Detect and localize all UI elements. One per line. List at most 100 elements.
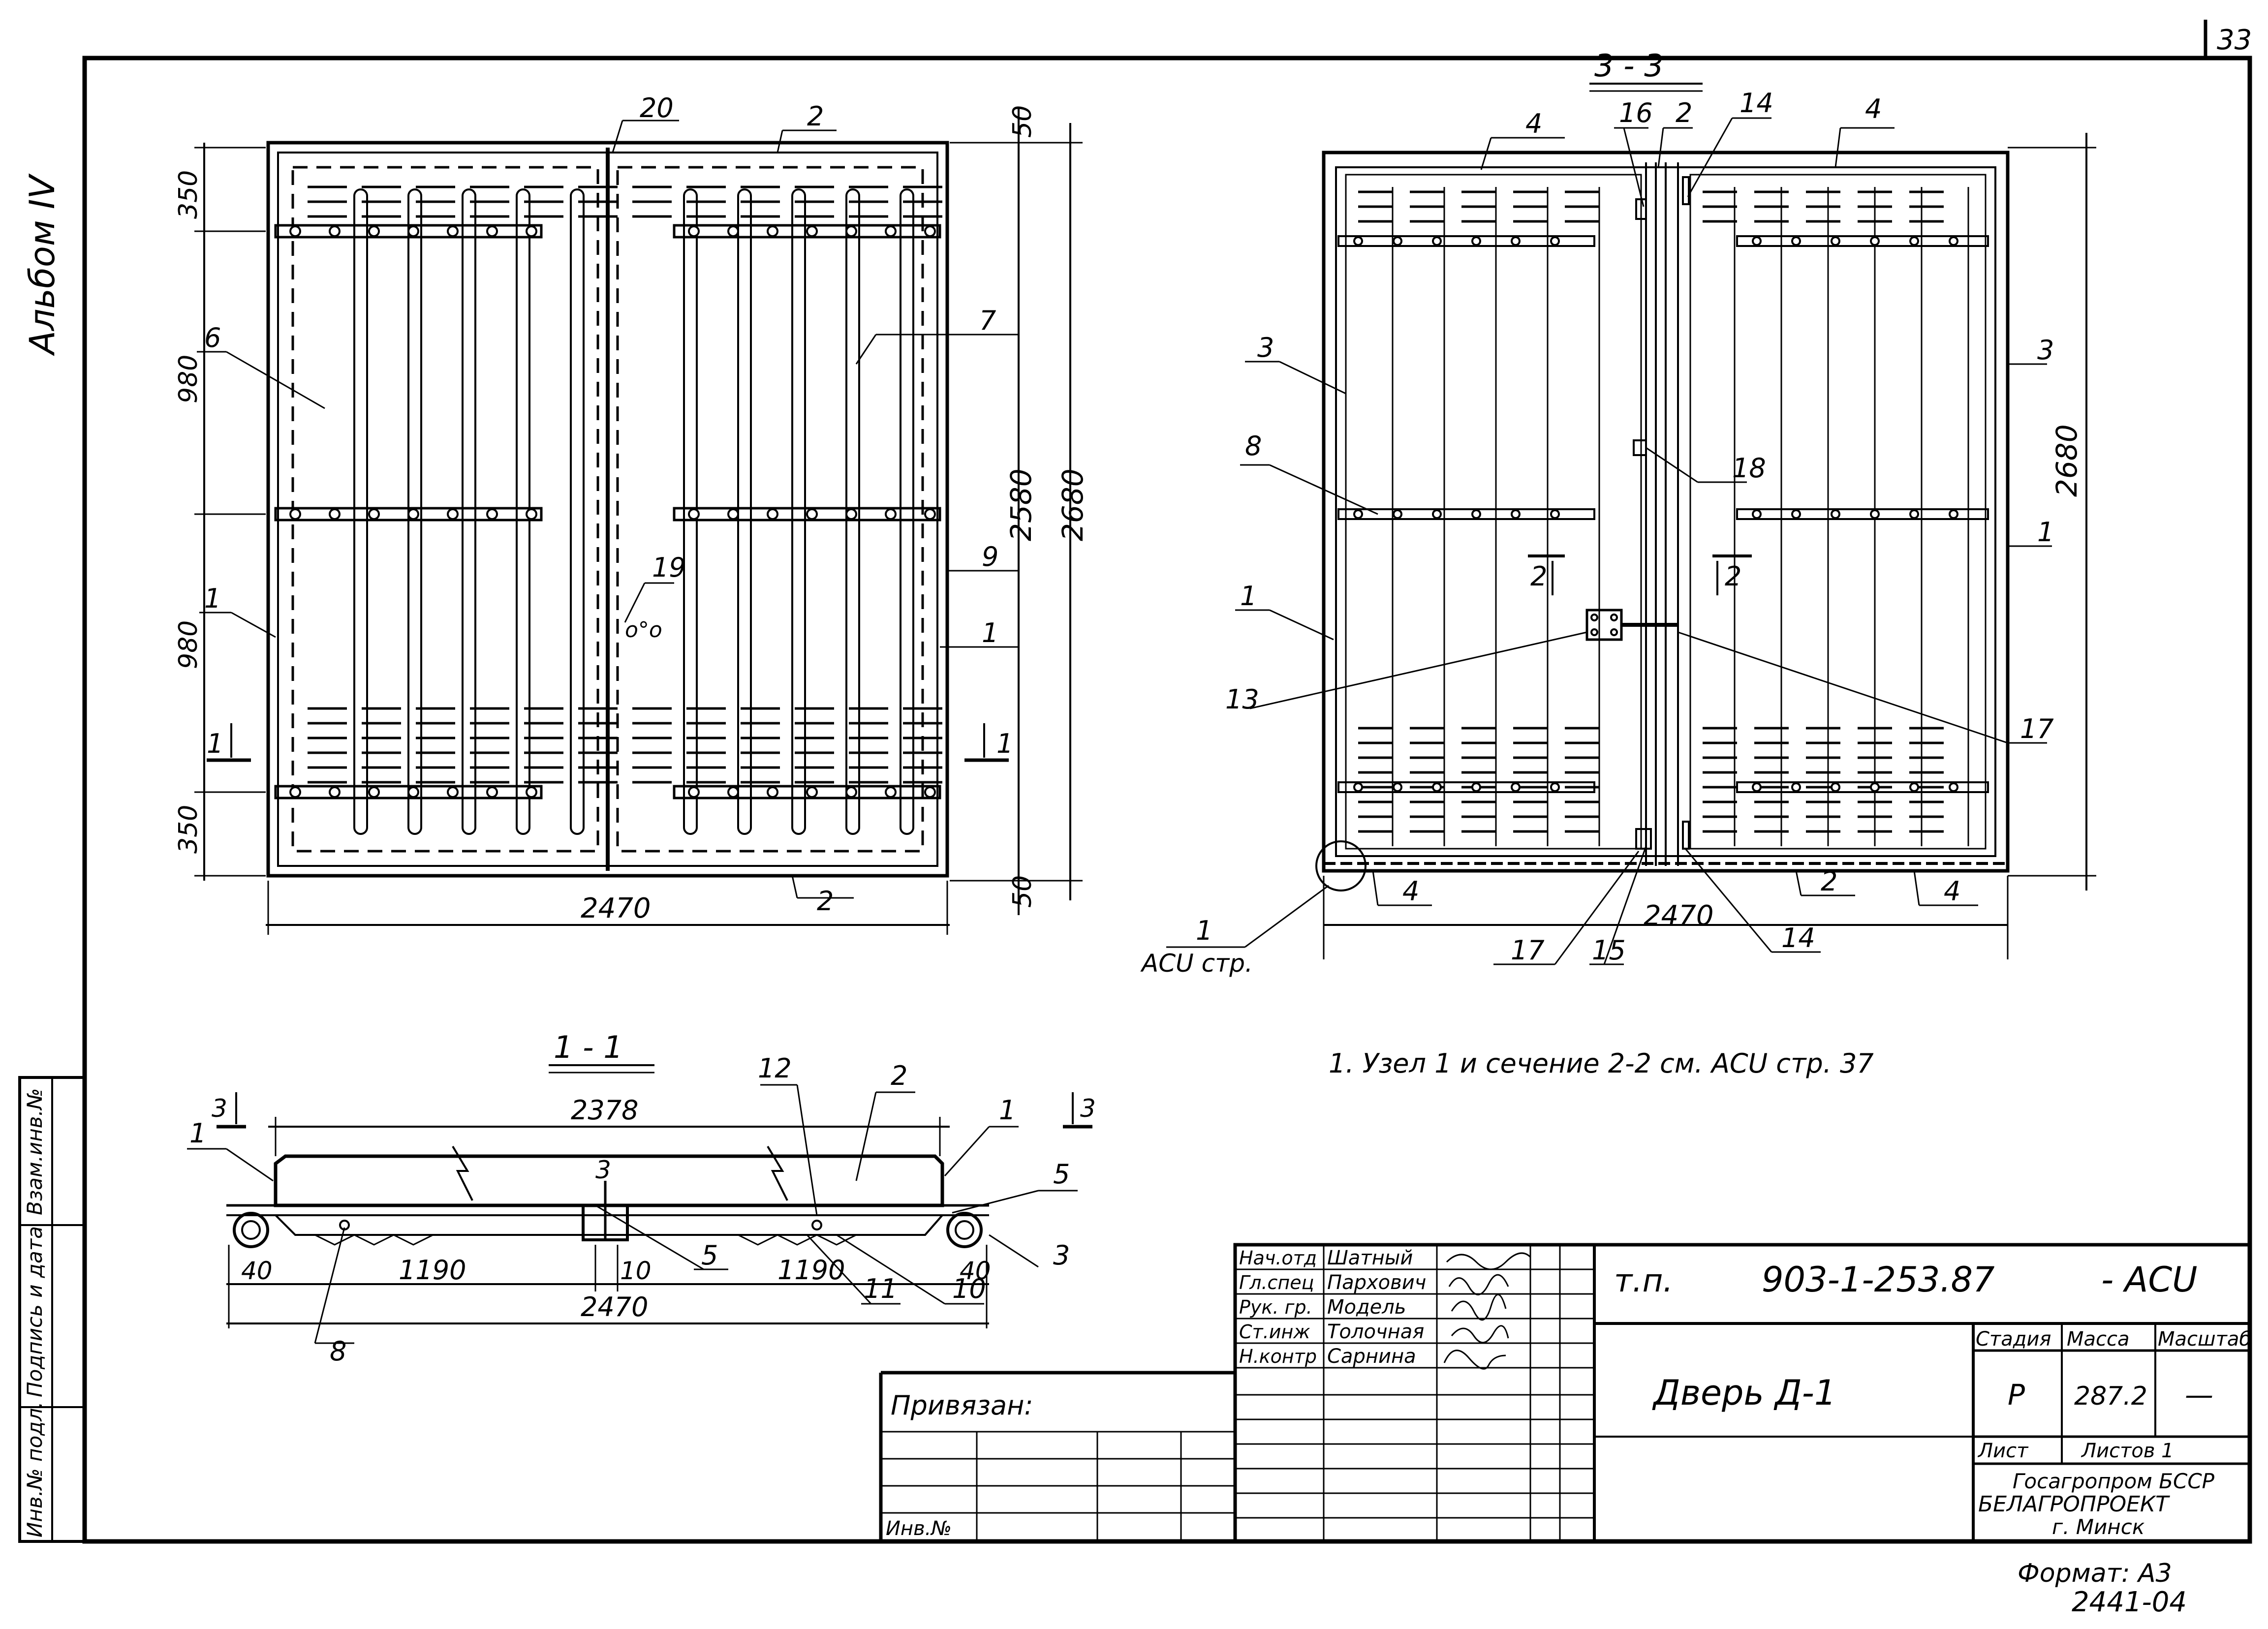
strap-bolt bbox=[1432, 236, 1442, 246]
strap-bolt bbox=[447, 786, 459, 798]
v33-label-4-a: 4 bbox=[1525, 108, 1542, 139]
vane-left bbox=[353, 188, 368, 835]
sec-roller-left bbox=[233, 1212, 269, 1248]
sheet-label: Лист bbox=[1977, 1440, 2029, 1462]
v33-label-1-right: 1 bbox=[2037, 517, 2054, 548]
hinge-strap bbox=[673, 224, 941, 239]
v33-label-2-bottom: 2 bbox=[1821, 866, 1837, 897]
strap-bolt bbox=[447, 508, 459, 520]
strap-bolt bbox=[727, 786, 739, 798]
hinge-strap bbox=[673, 507, 941, 522]
strap-bolt bbox=[767, 225, 778, 237]
strap-bolt bbox=[329, 225, 341, 237]
v33-label-14-top: 14 bbox=[1740, 88, 1773, 119]
label-19: 19 bbox=[652, 552, 686, 583]
strap-bolt bbox=[1353, 782, 1363, 792]
sec-label-5-mid: 5 bbox=[701, 1240, 718, 1271]
strap-bolt bbox=[924, 786, 936, 798]
privyazan-label: Привязан: bbox=[891, 1390, 1033, 1421]
strap bbox=[1736, 235, 1989, 247]
v33-label-15: 15 bbox=[1592, 935, 1626, 966]
node-ref-1: 1 bbox=[1196, 915, 1212, 946]
v33-label-4-b: 4 bbox=[1865, 93, 1882, 124]
strap-bolt bbox=[924, 225, 936, 237]
v33-label-4-c: 4 bbox=[1402, 876, 1419, 907]
v33-label-16: 16 bbox=[1619, 97, 1653, 128]
dim-bottom-50: 50 bbox=[1008, 875, 1037, 908]
sec-dim-2378: 2378 bbox=[571, 1095, 638, 1126]
v33-sec2-left: 2 bbox=[1530, 561, 1547, 592]
strap-bolt bbox=[1471, 236, 1481, 246]
signature-4 bbox=[1443, 1350, 1506, 1370]
strap-bolt bbox=[1432, 782, 1442, 792]
strap-bolt bbox=[727, 225, 739, 237]
v33-label-17-bottom: 17 bbox=[1511, 935, 1545, 966]
label-7: 7 bbox=[979, 305, 996, 336]
hinge-strap bbox=[673, 785, 941, 799]
strap-bolt bbox=[1432, 509, 1442, 519]
strap-bolt bbox=[688, 786, 700, 798]
note-text: 1. Узел 1 и сечение 2-2 см. АСU стр. 37 bbox=[1329, 1048, 1874, 1079]
strap bbox=[1337, 235, 1595, 247]
dim-980-a: 980 bbox=[174, 355, 203, 403]
role-3: Ст.инж bbox=[1239, 1321, 1310, 1343]
strap-bolt bbox=[526, 508, 537, 520]
sec-dim-10: 10 bbox=[620, 1257, 652, 1285]
strap-bolt bbox=[688, 225, 700, 237]
strap-bolt bbox=[1791, 509, 1801, 519]
strap-bolt bbox=[1949, 509, 1958, 519]
strap bbox=[1337, 781, 1595, 793]
strap-bolt bbox=[1752, 236, 1762, 246]
org-line-3: г. Минск bbox=[2052, 1515, 2145, 1539]
strap-bolt bbox=[1949, 236, 1958, 246]
side-stamp-inv: Инв.№ подл. bbox=[23, 1402, 47, 1537]
side-stamp: Инв.№ подл. Подпись и дата Взам.инв.№ bbox=[18, 1076, 86, 1543]
sec-label-8: 8 bbox=[330, 1336, 346, 1367]
v33-label-17-right: 17 bbox=[2020, 713, 2054, 744]
strap-bolt bbox=[845, 508, 857, 520]
strap-bolt bbox=[407, 225, 419, 237]
strap-bolt bbox=[368, 225, 380, 237]
strap-bolt bbox=[1831, 509, 1840, 519]
sec-dim-40-a: 40 bbox=[241, 1257, 273, 1285]
strap-bolt bbox=[727, 508, 739, 520]
code-prefix: т.п. bbox=[1614, 1263, 1673, 1299]
signature-0 bbox=[1446, 1252, 1531, 1270]
strap-bolt bbox=[1909, 236, 1919, 246]
strap-bolt bbox=[885, 225, 897, 237]
strap-bolt bbox=[767, 508, 778, 520]
col-header-stage: Стадия bbox=[1976, 1328, 2051, 1351]
signature-3 bbox=[1451, 1325, 1509, 1344]
sec-label-5-right: 5 bbox=[1053, 1159, 1070, 1190]
strap bbox=[1736, 781, 1989, 793]
strap-bolt bbox=[1752, 509, 1762, 519]
sec-dim-1190-b: 1190 bbox=[777, 1255, 845, 1286]
role-4: Н.контр bbox=[1239, 1346, 1317, 1367]
inv-label: Инв.№ bbox=[886, 1517, 952, 1540]
strap-bolt bbox=[1791, 236, 1801, 246]
main-view: 350 980 980 350 50 50 2580 2680 2470 20 … bbox=[174, 92, 1089, 935]
section-mark-right: 1 bbox=[996, 728, 1013, 759]
strap-bolt bbox=[1353, 509, 1363, 519]
hinge-strap bbox=[274, 785, 543, 799]
vane-right bbox=[791, 188, 806, 835]
strap-bolt bbox=[885, 508, 897, 520]
dim-2680: 2680 bbox=[1056, 468, 1089, 541]
strap-bolt bbox=[1870, 236, 1880, 246]
strap-bolt bbox=[1550, 782, 1560, 792]
sec-dim-40-b: 40 bbox=[960, 1257, 991, 1285]
vane-left bbox=[570, 188, 585, 835]
strap-bolt bbox=[407, 786, 419, 798]
strap-bolt bbox=[1511, 236, 1521, 246]
sec-label-2: 2 bbox=[891, 1060, 907, 1091]
strap-bolt bbox=[526, 225, 537, 237]
sec-dim-1190-a: 1190 bbox=[399, 1255, 466, 1286]
strap bbox=[1736, 508, 1989, 520]
title-block: Нач.отд Гл.спец Рук. гр. Ст.инж Н.контр … bbox=[879, 1243, 2252, 1543]
sec-label-1-left: 1 bbox=[189, 1118, 206, 1149]
section-1-1-title: 1 - 1 bbox=[554, 1029, 623, 1065]
strap-bolt bbox=[1909, 509, 1919, 519]
strap-bolt bbox=[806, 225, 818, 237]
strap-bolt bbox=[845, 786, 857, 798]
strap-bolt bbox=[806, 786, 818, 798]
